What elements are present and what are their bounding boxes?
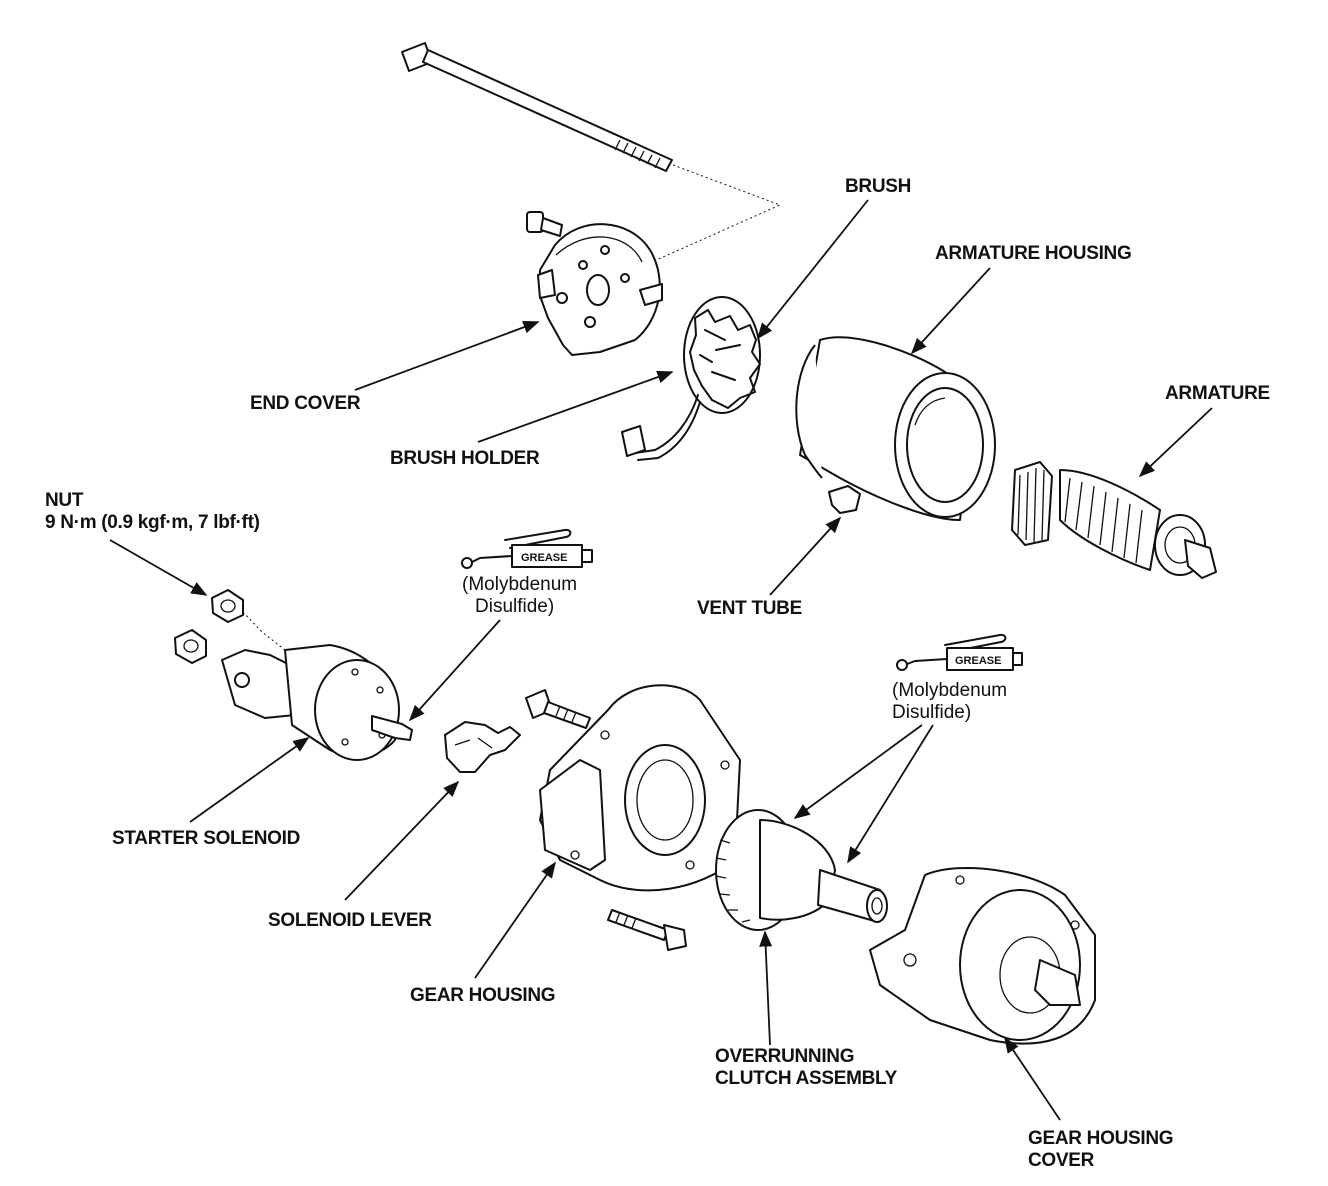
label-gear-housing-cover-line2: COVER [1028,1150,1095,1171]
through-bolt [401,42,673,172]
gear-housing-cover [869,866,1096,1045]
overrunning-clutch-assembly [715,809,888,931]
grease-gun-icon: GREASE [461,528,593,569]
grease-note-upper-line2: Disulfide) [475,596,555,617]
label-vent-tube: VENT TUBE [697,598,802,619]
end-cover-screw [526,211,563,237]
solenoid-lever [444,721,521,773]
gear-housing-bolt-lower [607,909,687,951]
label-solenoid-lever: SOLENOID LEVER [268,910,432,931]
label-starter-solenoid: STARTER SOLENOID [112,828,301,849]
brush-holder [621,296,761,461]
grease-note-lower-line1: (Molybdenum [892,680,1008,701]
gear-housing-bolt-upper [525,689,591,729]
label-end-cover: END COVER [250,393,361,414]
label-armature-housing: ARMATURE HOUSING [935,243,1132,264]
label-brush: BRUSH [845,176,912,197]
label-nut-torque: 9 N·m (0.9 kgf·m, 7 lbf·ft) [45,512,260,533]
grease-tag-lower: GREASE [955,655,1001,667]
starter-solenoid [221,644,413,761]
label-brush-holder: BRUSH HOLDER [390,448,540,469]
label-overrunning-clutch-line2: CLUTCH ASSEMBLY [715,1068,897,1089]
gear-housing [539,684,741,892]
nut [174,589,244,664]
vent-tube [828,485,861,514]
armature-housing [795,336,996,521]
label-gear-housing: GEAR HOUSING [410,985,556,1006]
grease-gun-icon: GREASE [896,633,1023,671]
grease-note-upper-line1: (Molybdenum [462,574,578,595]
label-armature: ARMATURE [1165,383,1270,404]
label-nut: NUT [45,490,84,511]
label-overrunning-clutch-line1: OVERRUNNING [715,1046,855,1067]
armature [1011,461,1217,579]
end-cover [537,223,663,356]
grease-note-lower-line2: Disulfide) [892,702,972,723]
grease-tag-upper: GREASE [521,552,567,564]
leader-arrows [109,199,1213,1121]
label-gear-housing-cover-line1: GEAR HOUSING [1028,1128,1174,1149]
